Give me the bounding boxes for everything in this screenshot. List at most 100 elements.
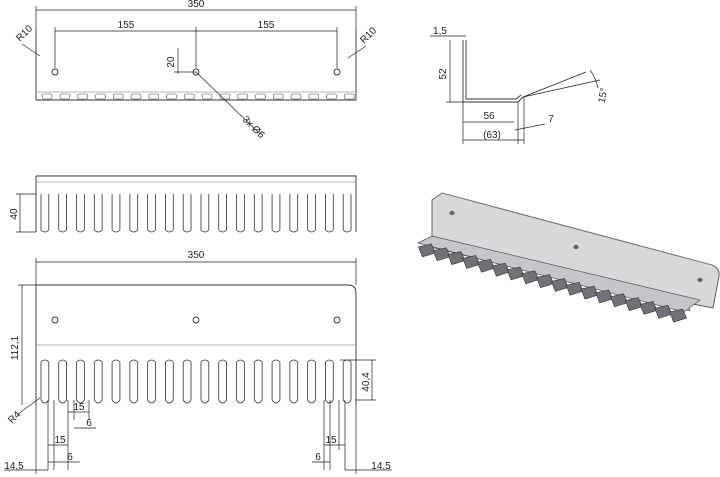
top-view-radius-right: R10 <box>358 25 379 46</box>
top-view-slot <box>326 93 337 100</box>
front-view-tooth <box>40 194 50 233</box>
top-view-radius-leader-left <box>21 43 41 57</box>
top-view-dim-overall: 350 <box>188 0 205 10</box>
bottom-view-tooth <box>342 359 352 404</box>
side-profile-dim-angle: 15° <box>597 87 610 104</box>
top-view: 350 155 155 20 3x Ø6 R10 R10 <box>14 0 379 141</box>
top-view-slot <box>219 93 231 100</box>
top-view-hole-callout: 3x Ø6 <box>240 114 267 141</box>
front-view-tooth <box>93 194 103 233</box>
bottom-view-radius-leader <box>17 397 41 415</box>
bottom-view-tooth <box>218 359 227 404</box>
top-view-dim-hole-offset: 20 <box>166 56 177 68</box>
front-view-tooth <box>182 194 192 233</box>
top-view-radius-left: R10 <box>14 23 35 44</box>
bottom-view-dim-pitch-right: 15 <box>325 435 337 446</box>
front-view-tooth <box>236 194 245 233</box>
top-view-slot <box>130 93 142 100</box>
dim-line <box>514 123 546 131</box>
side-profile-dim-thickness: 1,5 <box>433 26 447 37</box>
isometric-view <box>417 192 720 323</box>
bottom-view-tooth <box>93 359 103 404</box>
front-view-tooth <box>165 194 174 233</box>
side-profile-view: 1,5 52 56 (63) 7 15° <box>430 26 610 144</box>
bottom-view-dim-slot-width-right: 6 <box>315 452 321 463</box>
top-view-plate-outline <box>35 30 357 101</box>
bottom-view-tooth <box>76 359 85 404</box>
bottom-view-tooth <box>253 359 263 404</box>
iso-top-edge <box>431 192 713 266</box>
front-view-tooth <box>200 194 210 233</box>
top-view-slot <box>290 93 302 100</box>
side-profile-dim-height: 52 <box>438 68 449 80</box>
front-view-tooth <box>218 194 227 233</box>
front-view-teeth <box>40 194 352 233</box>
bottom-view-tooth <box>58 359 67 404</box>
bottom-view-hole-center <box>192 316 200 324</box>
front-view-tooth <box>111 194 121 233</box>
top-view-slot <box>166 93 177 100</box>
iso-back-plate <box>431 192 720 309</box>
side-profile-dim-tip: 7 <box>548 114 554 125</box>
top-view-radius-leader-right <box>347 45 367 59</box>
front-view-dim-tooth-height: 40 <box>9 208 20 220</box>
iso-tooth <box>669 308 688 323</box>
front-view: 40 <box>9 175 357 233</box>
side-profile-dim-total: (63) <box>483 130 501 141</box>
bottom-view-dim-slot-width-left-a: 6 <box>86 418 92 429</box>
top-view-slot <box>184 93 195 100</box>
top-view-slot <box>308 93 319 100</box>
bottom-view-dim-pitch-left-b: 15 <box>54 435 66 446</box>
bottom-view-tooth <box>289 359 299 404</box>
bottom-view-tooth <box>182 359 192 404</box>
front-view-tooth <box>342 194 352 233</box>
bottom-view-tooth <box>325 359 334 404</box>
front-view-tooth <box>58 194 67 233</box>
side-profile-dim-base: 56 <box>483 111 495 122</box>
side-profile-angle-line <box>522 71 587 98</box>
front-view-tooth <box>325 194 334 233</box>
front-view-tooth <box>76 194 85 233</box>
front-view-outline <box>35 175 357 232</box>
bottom-view-tooth <box>200 359 210 404</box>
iso-hole-left <box>449 210 455 216</box>
front-view-tooth <box>289 194 299 233</box>
bottom-view-dim-overall-width: 350 <box>188 250 205 261</box>
top-view-dim-right-spacing: 155 <box>258 20 275 31</box>
front-view-tooth <box>147 194 156 233</box>
top-view-hole-leader <box>195 71 259 133</box>
bottom-view-dim-edge-left: 14,5 <box>4 461 24 472</box>
bottom-view-hole-left <box>51 316 59 324</box>
top-view-slot <box>95 93 106 100</box>
side-profile-angle-ref <box>522 79 601 98</box>
top-view-slot <box>77 93 88 100</box>
iso-hole-right <box>697 277 703 283</box>
side-profile-angle-arc <box>589 69 599 89</box>
top-view-slot <box>255 93 266 100</box>
bottom-view-tooth <box>111 359 121 404</box>
bottom-view-hole-right <box>333 316 341 324</box>
bottom-view: 350 112,1 40,4 R4 15 6 15 6 14,5 <box>4 250 392 474</box>
front-view-tooth <box>129 194 139 233</box>
top-view-slot <box>41 93 53 100</box>
bottom-view-dim-pitch-left-a: 15 <box>73 402 85 413</box>
top-view-slot <box>344 93 355 100</box>
bottom-view-tooth <box>129 359 139 404</box>
top-view-slot <box>201 93 213 100</box>
bottom-view-dim-edge-right: 14,5 <box>371 461 391 472</box>
top-view-hole-right <box>333 68 341 76</box>
bottom-view-tooth <box>236 359 245 404</box>
front-view-tooth <box>253 194 263 233</box>
top-view-slot <box>59 93 71 100</box>
front-view-tooth <box>271 194 281 233</box>
top-view-slot <box>148 93 159 100</box>
bottom-view-teeth <box>40 359 352 404</box>
top-view-hole-left <box>51 68 59 76</box>
bottom-view-tooth <box>40 359 50 404</box>
bottom-view-tooth <box>307 359 316 404</box>
bottom-view-dim-slot-depth: 40,4 <box>361 372 372 392</box>
top-view-dim-left-spacing: 155 <box>118 20 135 31</box>
bottom-view-dim-slot-width-left-b: 6 <box>67 452 73 463</box>
bottom-view-tooth <box>271 359 281 404</box>
